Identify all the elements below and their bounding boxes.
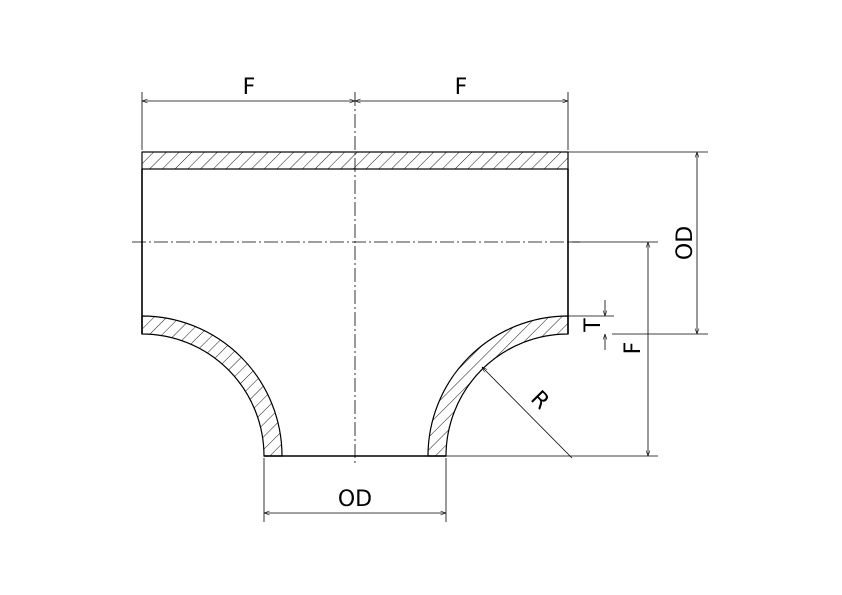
right-curve-section <box>427 315 569 457</box>
top-left-f-label: F <box>243 75 256 100</box>
radius-line <box>482 367 573 459</box>
right-f-label: F <box>621 342 646 355</box>
right-t-label: T <box>581 318 606 333</box>
top-right-f-label: F <box>455 75 468 100</box>
left-curve-section <box>141 315 283 457</box>
radius-label: R <box>525 386 553 414</box>
right-od-label: OD <box>673 226 698 260</box>
bottom-od-label: OD <box>338 487 372 512</box>
